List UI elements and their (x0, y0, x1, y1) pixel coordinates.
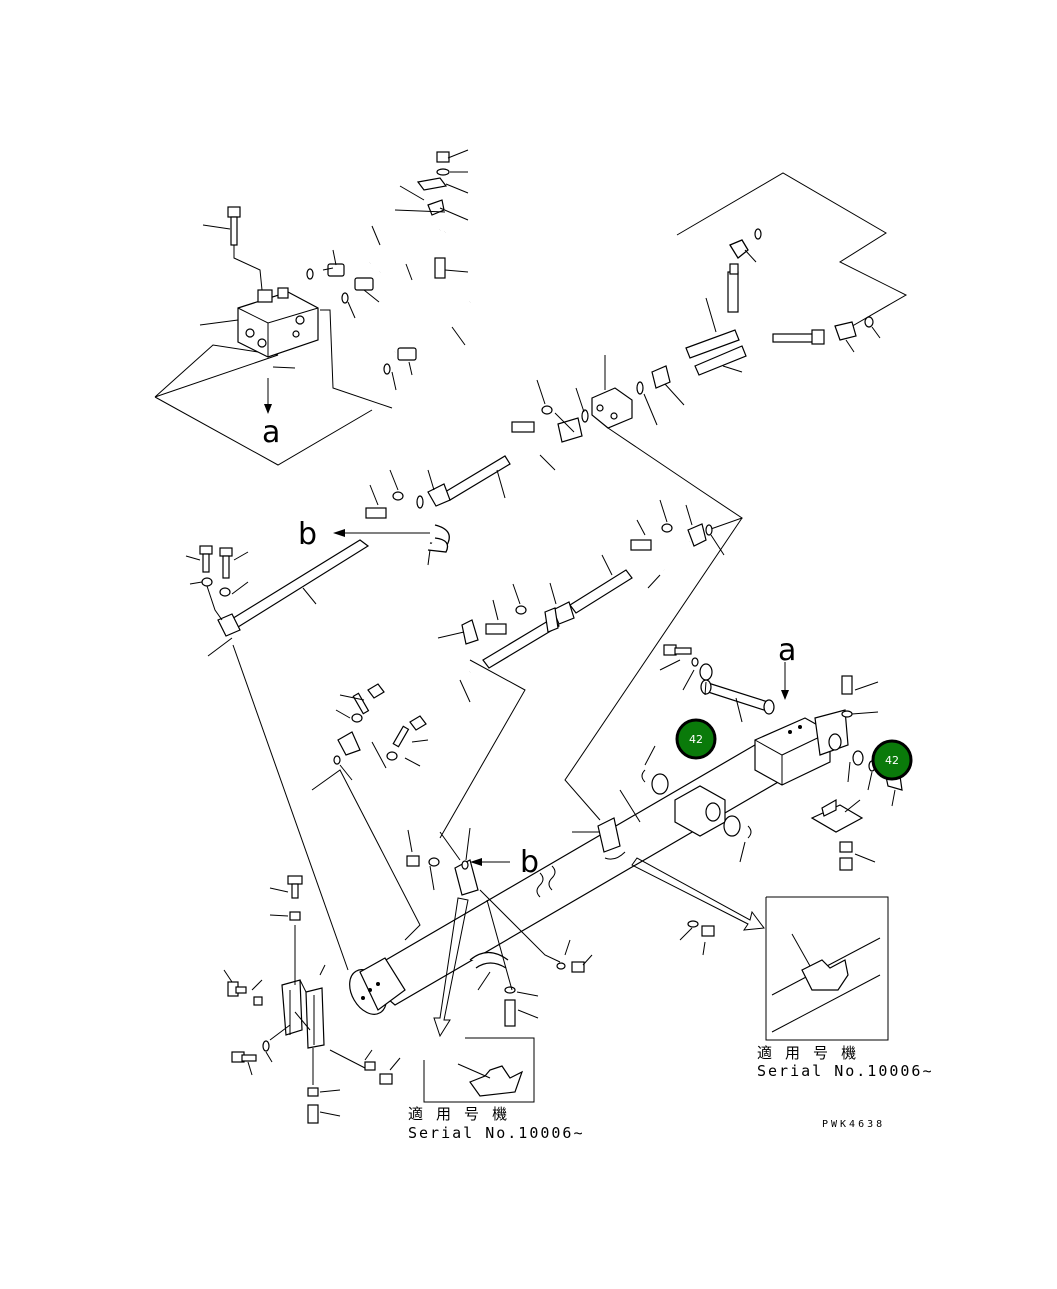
hose-assembly-right (511, 172, 908, 531)
view-letter-b-left: b (298, 517, 317, 552)
callout-badge-42-right[interactable]: 42 (871, 739, 913, 781)
inset-right-label-serial: Serial No.10006∼ (757, 1062, 934, 1080)
callout-label: 42 (885, 754, 899, 767)
inset-right (765, 896, 889, 1041)
mounting-bracket-assembly (223, 875, 401, 1124)
view-letter-b-right: b (520, 845, 539, 880)
main-axle-assembly (349, 644, 903, 1038)
view-letter-a-right: a (778, 633, 796, 668)
callout-circle[interactable] (675, 718, 717, 760)
inset-left (423, 1037, 535, 1103)
inset-right-label-jp: 適 用 号 機 (757, 1044, 858, 1062)
inset-left-label-serial: Serial No.10006∼ (408, 1124, 585, 1142)
callout-circle[interactable] (871, 739, 913, 781)
inset-left-label-jp: 適 用 号 機 (408, 1105, 509, 1123)
pipe-lines-middle (185, 455, 725, 781)
reference-lines (232, 517, 743, 971)
callout-label: 42 (689, 733, 703, 746)
view-letter-a-top: a (262, 415, 280, 450)
callout-badge-42-left[interactable]: 42 (675, 718, 717, 760)
valve-block-assembly (154, 149, 472, 466)
drawing-code: PWK4638 (822, 1119, 885, 1130)
